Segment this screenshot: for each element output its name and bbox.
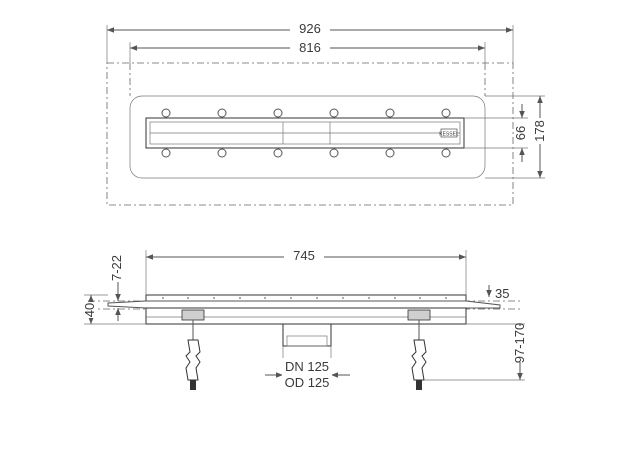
grate [145,294,467,302]
outer-boundary [106,62,514,206]
side-view: 745 7-22 40 35 97-170 DN 125 OD 125 [82,246,527,392]
svg-text:KESSEL: KESSEL [439,132,459,138]
leveling-feet-top [161,108,451,158]
dim-overall-height: 178 [532,120,547,142]
dim-channel-length: 745 [293,248,315,263]
dim-outlet-od: OD 125 [285,375,330,390]
dim-slot-offset: 35 [495,286,509,301]
top-view: KESSEL 926 816 66 178 [106,20,547,206]
flange [107,300,501,309]
brand-logo: KESSEL [439,128,459,138]
dim-frame-depth: 40 [82,303,97,317]
dim-frame-width: 816 [299,40,321,55]
dim-outlet-dn: DN 125 [285,359,329,374]
dim-foot-height: 97-170 [512,323,527,363]
dim-overall-width: 926 [299,21,321,36]
dim-channel-height: 66 [513,126,528,140]
outlet [282,323,332,347]
leveling-foot-left [181,309,205,390]
dim-flange-height: 7-22 [109,255,124,281]
tile-frame [129,95,486,179]
